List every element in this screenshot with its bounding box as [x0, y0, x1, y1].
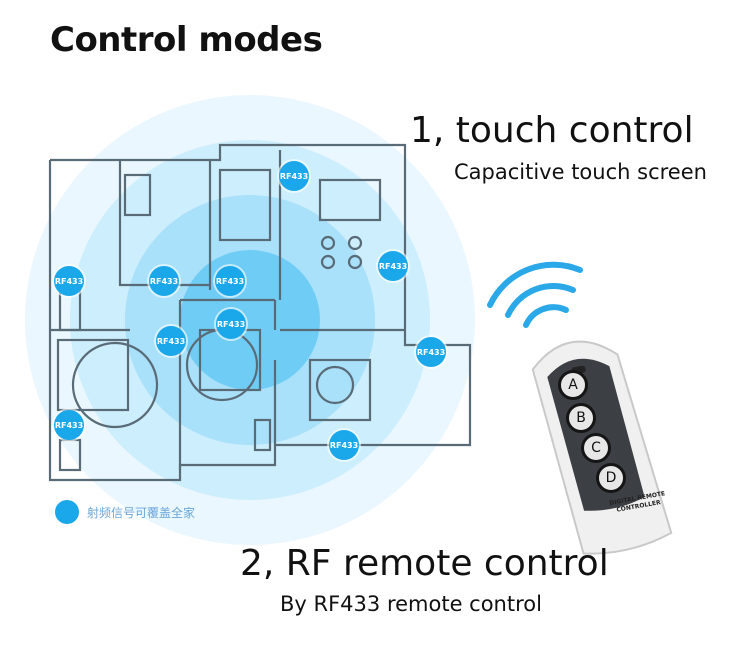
- rf433-badge: RF433: [156, 326, 186, 356]
- remote-button-b: B: [566, 403, 596, 433]
- remote-button-a: A: [558, 370, 588, 400]
- rf433-badge: RF433: [149, 266, 179, 296]
- rf433-badge: RF433: [329, 430, 359, 460]
- rf-control-heading: 2, RF remote control: [240, 543, 609, 584]
- rf433-badge: RF433: [279, 161, 309, 191]
- signal-dot-icon: [55, 500, 79, 524]
- rf433-badge: RF433: [216, 309, 246, 339]
- remote-button-c: C: [581, 433, 611, 463]
- remote-button-d: D: [596, 463, 626, 493]
- rf433-badge: RF433: [416, 337, 446, 367]
- rf433-badge: RF433: [215, 266, 245, 296]
- rf433-badge: RF433: [54, 266, 84, 296]
- rf433-badge: RF433: [54, 410, 84, 440]
- page-title: Control modes: [50, 20, 323, 60]
- rf-remote-illustration: A B C D DIGITAL REMOTE CONTROLLER: [470, 255, 730, 555]
- touch-control-subtitle: Capacitive touch screen: [454, 160, 707, 184]
- rf433-badge: RF433: [378, 251, 408, 281]
- signal-legend: 射频信号可覆盖全家: [55, 500, 195, 524]
- rf-control-subtitle: By RF433 remote control: [280, 592, 542, 616]
- touch-control-heading: 1, touch control: [410, 110, 694, 151]
- legend-text: 射频信号可覆盖全家: [87, 505, 196, 520]
